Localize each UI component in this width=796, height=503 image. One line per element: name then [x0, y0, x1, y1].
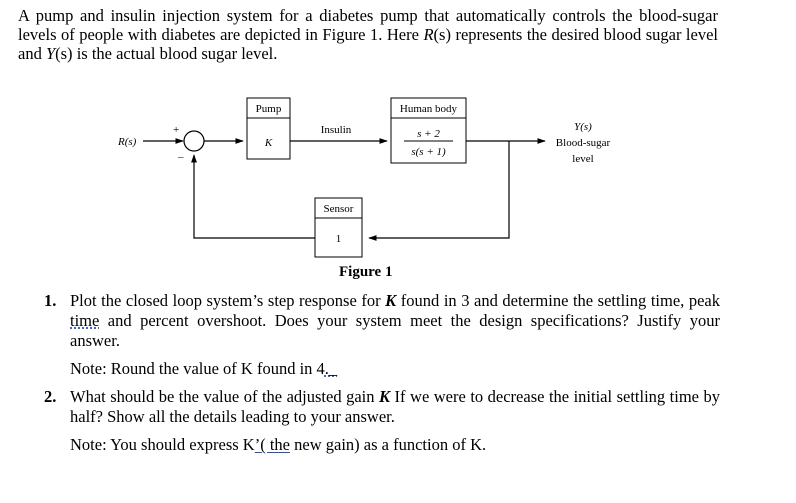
summing-junction: [183, 130, 205, 152]
question-text: and percent overshoot. Does your system …: [70, 311, 720, 350]
question-text: If we were to decrease the initial settl…: [70, 387, 721, 426]
note-text: new gain) as a function of K.: [290, 435, 487, 454]
question-number: 2.: [44, 387, 57, 406]
block-diagram: R(s) + – Pump K Insulin Human body s + 2…: [117, 97, 611, 258]
body-label: Human body: [400, 103, 458, 115]
insulin-label: Insulin: [321, 124, 352, 136]
question-text: What should be the value of the adjusted…: [70, 387, 380, 406]
sensor-label: Sensor: [324, 203, 354, 215]
feedback-line-left: [191, 154, 315, 239]
figure-caption: Figure 1: [339, 264, 393, 280]
note-underlined: ’( the: [254, 435, 290, 454]
intro-text-1: A pump and insulin injection system for …: [18, 6, 718, 44]
question-1: 1. Plot the closed loop system’s step re…: [44, 291, 720, 351]
ys-symbol: Y: [45, 44, 56, 63]
problem-intro: A pump and insulin injection system for …: [18, 6, 718, 63]
intro-text-2: represents the desired blood sugar level…: [18, 25, 718, 63]
feedback-line-right: [368, 141, 510, 241]
question-text: Plot the closed loop system’s step respo…: [70, 291, 386, 310]
tf-denominator: s(s + 1): [411, 146, 446, 158]
output-line1: Blood-sugar: [556, 137, 611, 149]
body-block: [390, 117, 467, 164]
underlined-word: time: [70, 311, 100, 330]
question-2-note: Note: You should express K’( the new gai…: [44, 435, 720, 455]
plus-sign: +: [173, 124, 179, 136]
rs-symbol: R: [423, 25, 434, 44]
sensor-gain: 1: [336, 233, 342, 245]
ys-arg: (s): [55, 44, 73, 63]
note-text: Note: Round the value of K found in 4: [70, 359, 325, 378]
output-line2: level: [572, 153, 593, 165]
note-mark: ._: [324, 359, 338, 378]
question-1-note: Note: Round the value of K found in 4._: [44, 359, 720, 379]
question-text: found in 3 and determine the settling ti…: [396, 291, 720, 310]
minus-sign: –: [177, 151, 184, 163]
tf-numerator: s + 2: [417, 128, 440, 140]
gain-symbol: K: [385, 291, 397, 310]
rs-arg: (s): [433, 25, 451, 44]
pump-gain: K: [264, 137, 273, 149]
note-text: Note: You should express K: [70, 435, 255, 454]
pump-block: [246, 117, 291, 160]
gain-symbol: K: [379, 387, 391, 406]
question-list: 1. Plot the closed loop system’s step re…: [44, 291, 720, 455]
input-label: R(s): [117, 136, 137, 148]
question-2: 2. What should be the value of the adjus…: [44, 387, 720, 427]
output-symbol: Y(s): [574, 121, 592, 133]
sensor-block: [314, 217, 363, 258]
question-number: 1.: [44, 291, 57, 310]
intro-text-3: is the actual blood sugar level.: [72, 44, 278, 63]
pump-label: Pump: [256, 103, 282, 115]
